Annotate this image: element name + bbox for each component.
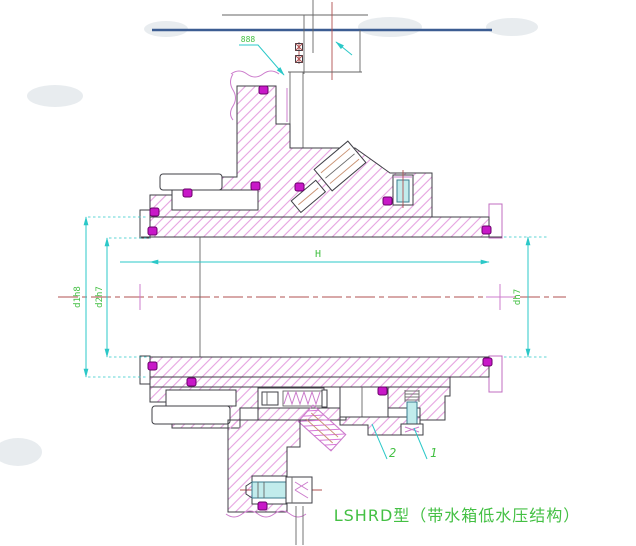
tank-arrow — [335, 41, 353, 56]
seal-ring-lower — [151, 405, 231, 425]
top-label-leader — [239, 44, 285, 76]
retainer-foot — [339, 416, 421, 436]
dimension-d2h7: d2h7 — [95, 237, 150, 358]
top-connection-view: 888 — [152, 0, 492, 148]
dim-dh7-label: dh7 — [513, 289, 523, 305]
break-line-bottom — [225, 510, 307, 518]
bolt-hex-head — [285, 476, 313, 504]
gland-bolt-upper — [392, 170, 414, 208]
sleeve-upper — [149, 216, 490, 238]
dimension-h: H — [120, 249, 490, 265]
dim-d2h7-label: d2h7 — [95, 286, 105, 308]
dim-d1h8-label: d1h8 — [73, 286, 83, 308]
seal-seat-upper — [171, 189, 259, 211]
retainer-pocket — [339, 386, 389, 418]
spring-coil — [283, 390, 321, 406]
sleeve-lower — [149, 356, 490, 378]
lower-seal-assembly — [149, 376, 451, 452]
part-leaders: 2 1 — [371, 423, 437, 460]
angled-cartridge-lower — [297, 404, 347, 452]
background-smudges — [0, 17, 538, 466]
lower-band — [149, 376, 451, 388]
part-1-label: 1 — [430, 446, 437, 460]
dimension-dh7: dh7 — [504, 236, 548, 358]
spring-assembly — [257, 387, 328, 409]
top-label: 888 — [241, 35, 256, 44]
centerline — [58, 284, 566, 310]
bottom-bolt — [240, 476, 322, 504]
bottom-flange-detail — [225, 419, 322, 545]
set-bolt — [400, 390, 424, 436]
upper-seal-assembly — [149, 70, 433, 218]
spring-bolt-head — [261, 391, 279, 406]
drawing-caption: LSHRD型（带水箱低水压结构） — [334, 506, 581, 525]
dim-h-label: H — [315, 249, 321, 260]
seal-ring-upper — [159, 173, 223, 191]
lower-gland-right — [387, 386, 451, 421]
dimension-d1h8: d1h8 — [73, 216, 148, 378]
part-2-label: 2 — [389, 446, 396, 460]
angled-cartridge-upper — [313, 140, 367, 192]
flange-bolt-symbols — [295, 42, 303, 64]
o-rings — [147, 85, 493, 511]
seal-seat-lower — [165, 389, 237, 407]
